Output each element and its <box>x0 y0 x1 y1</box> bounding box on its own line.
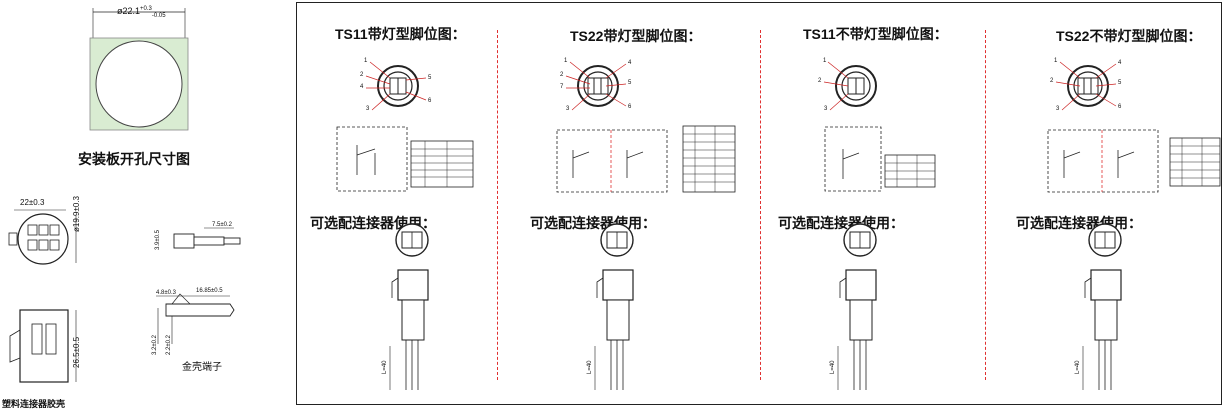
terminal-dim-a: 7.5±0.2 <box>212 222 232 228</box>
lead-length-label: L=40 <box>830 360 836 374</box>
pin-label: 1 <box>1054 58 1058 64</box>
wiring-schematic <box>824 126 936 192</box>
hole-dimension-diagram <box>60 0 210 135</box>
panel-subtitle: 可选配连接器使用： <box>778 215 904 231</box>
hole-dimension-svg <box>89 8 189 131</box>
pin-label: 1 <box>823 58 827 64</box>
pinout-connector-icon <box>823 61 877 111</box>
hole-caption: 安装板开孔尺寸图 <box>78 151 190 167</box>
pin-label: 1 <box>364 58 368 64</box>
panel-title: TS22带灯型脚位图： <box>570 28 702 44</box>
pin-label: 4 <box>360 84 364 90</box>
panel-divider-1 <box>497 30 498 380</box>
connector-assembly <box>1082 223 1122 390</box>
panel-title: TS11不带灯型脚位图： <box>803 26 948 42</box>
panel-ts22-nolamp: TS22不带灯型脚位图： 1 2 3 4 5 6 可选配连接器使用： <box>988 0 1221 405</box>
pin-label: 3 <box>366 106 370 112</box>
connector-assembly <box>389 223 429 390</box>
pinout-connector-icon <box>565 61 627 111</box>
terminal-top-view <box>173 227 241 249</box>
hole-dimension-label: ø22.1+0.3-0.05 <box>117 6 166 19</box>
lead-length-label: L=40 <box>1075 360 1081 374</box>
pin-label: 5 <box>428 75 432 81</box>
panel-title: TS11带灯型脚位图： <box>335 26 466 42</box>
terminal-dim-e: 3.2±0.2 <box>152 335 158 355</box>
pin-label: 2 <box>1050 78 1054 84</box>
terminal-dim-c: 4.8±0.3 <box>156 290 176 296</box>
pin-label: 1 <box>564 58 568 64</box>
pin-label: 3 <box>566 106 570 112</box>
hole-tolerance-lower: -0.05 <box>151 12 166 19</box>
pin-label: 7 <box>560 84 564 90</box>
housing-height-label: 26.5±0.5 <box>72 336 81 368</box>
pin-label: 2 <box>360 72 364 78</box>
panel-ts22-lamp: TS22带灯型脚位图： 1 2 7 3 4 5 6 可选配连接器 <box>500 0 758 405</box>
pin-label: 6 <box>1118 104 1122 110</box>
housing-side-view <box>9 309 77 383</box>
wiring-schematic <box>336 126 474 192</box>
pinout-frame <box>296 2 1222 405</box>
terminal-dim-f: 2.2±0.2 <box>166 335 172 355</box>
pin-label: 2 <box>560 72 564 78</box>
terminal-dim-b: 3.9±0.5 <box>155 230 161 250</box>
terminal-dim-d: 16.85±0.5 <box>196 288 223 294</box>
pin-label: 2 <box>818 78 822 84</box>
pin-label: 5 <box>628 80 632 86</box>
pin-label: 6 <box>428 98 432 104</box>
panel-ts11-lamp: TS11带灯型脚位图： 1 2 4 3 5 6 可选配连接器使用： <box>300 0 495 405</box>
connector-assembly <box>594 223 634 390</box>
pin-label: 5 <box>1118 80 1122 86</box>
pinout-connector-icon <box>365 61 427 111</box>
panel-title: TS22不带灯型脚位图： <box>1056 28 1202 44</box>
connector-assembly <box>837 223 877 390</box>
pin-label: 3 <box>824 106 828 112</box>
wiring-schematic <box>556 125 736 193</box>
pinout-connector-icon <box>1055 61 1117 111</box>
wiring-schematic <box>1047 129 1221 193</box>
panel-divider-3 <box>985 30 986 380</box>
panel-divider-2 <box>760 30 761 380</box>
lead-length-label: L=40 <box>382 360 388 374</box>
hole-tolerance-upper: +0.3 <box>140 6 152 12</box>
housing-caption: 塑料连接器胶壳 <box>2 399 66 409</box>
housing-diameter-label: ø19.9±0.3 <box>72 196 81 232</box>
pin-label: 3 <box>1056 106 1060 112</box>
pin-label: 4 <box>628 60 632 66</box>
housing-top-view <box>8 209 77 265</box>
terminal-caption: 金壳端子 <box>182 362 222 373</box>
pin-label: 4 <box>1118 60 1122 66</box>
terminal-side-view <box>156 293 235 344</box>
housing-width-label: 22±0.3 <box>20 198 45 207</box>
pin-label: 6 <box>628 104 632 110</box>
hole-dimension-value: ø22.1 <box>117 6 141 16</box>
panel-ts11-nolamp: TS11不带灯型脚位图： 1 2 3 可选配连接器使用： L=40 <box>763 0 983 405</box>
lead-length-label: L=40 <box>587 360 593 374</box>
